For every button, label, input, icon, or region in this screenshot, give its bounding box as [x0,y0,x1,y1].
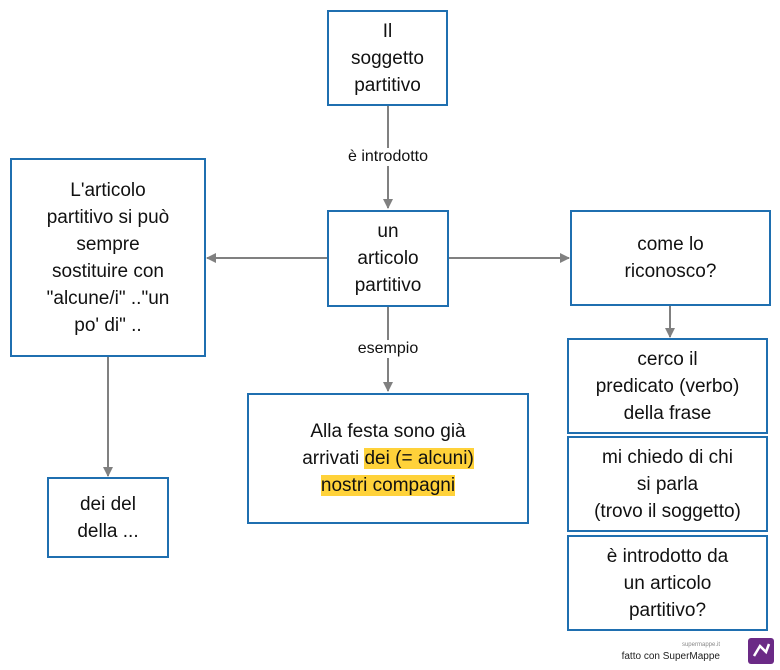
node-subject[interactable]: Il soggetto partitivo [327,10,448,106]
footer-brand-small: supermappe.it [681,642,720,648]
node-forms-text: dei del della ... [77,493,139,542]
node-subject-text: Il soggetto partitivo [351,20,424,96]
node-forms[interactable]: dei del della ... [47,477,169,558]
node-article-text: un articolo partitivo [354,221,422,296]
node-example[interactable]: Alla festa sono già arrivati dei (= alcu… [247,393,529,524]
node-how[interactable]: come lo riconosco? [570,210,771,306]
example-highlight-1: dei (= alcuni) [364,448,474,469]
node-step3-text: è introdotto da un articolo partitivo? [606,545,729,621]
node-substitute-text: L'articolo partitivo si può sempre sosti… [46,179,170,336]
example-highlight-2: nostri compagni [320,475,456,496]
node-step2-text: mi chiedo di chi si parla (trovo il sogg… [594,446,741,522]
node-how-text: come lo riconosco? [624,234,717,282]
node-step2[interactable]: mi chiedo di chi si parla (trovo il sogg… [567,436,768,532]
supermappe-logo-icon [748,638,774,664]
node-step3[interactable]: è introdotto da un articolo partitivo? [567,535,768,631]
node-article[interactable]: un articolo partitivo [327,210,449,307]
footer-brand: fatto con SuperMappe [621,651,720,662]
example-plain-text: Alla festa sono già arrivati [302,421,466,469]
node-substitute[interactable]: L'articolo partitivo si può sempre sosti… [10,158,206,357]
footer-credit: supermappe.it fatto con SuperMappe [622,640,720,662]
node-example-text: Alla festa sono già arrivati dei (= alcu… [302,418,474,499]
edge-label-introduced: è introdotto [344,148,432,166]
node-step1-text: cerco il predicato (verbo) della frase [595,348,740,424]
edge-label-example: esempio [354,340,422,358]
node-step1[interactable]: cerco il predicato (verbo) della frase [567,338,768,434]
